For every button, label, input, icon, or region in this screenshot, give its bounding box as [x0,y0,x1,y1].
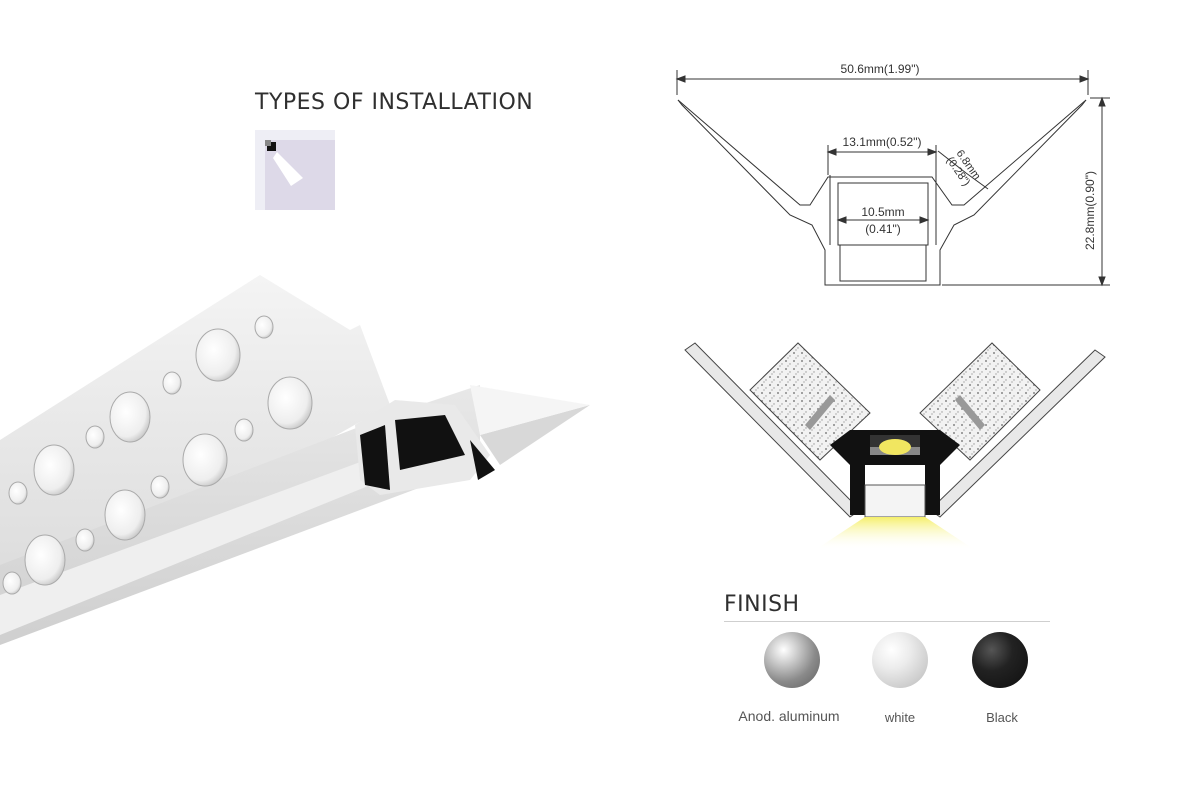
installation-title: TYPES OF INSTALLATION [255,90,534,115]
height-label: 22.8mm(0.90") [1083,171,1097,250]
aluminum-corner-profile-image [0,275,590,645]
swatch-anodized-aluminum[interactable] [764,632,820,688]
finish-label-black: Black [986,710,1018,725]
profile-dimension-drawing: 50.6mm(1.99") 13.1mm(0.52") 10.5mm (0.41… [675,62,1110,287]
swatch-black[interactable] [972,632,1028,688]
finish-label-anodized: Anod. aluminum [738,708,840,724]
inner-width-mm-label: 10.5mm [861,205,904,219]
finish-divider [724,621,1050,622]
corner-installation-section [684,342,1106,550]
overall-width-label: 50.6mm(1.99") [841,62,920,76]
finish-label-white: white [884,710,916,725]
wall-corner-light-icon [255,130,335,210]
inner-width-in-label: (0.41") [865,222,901,236]
channel-width-label: 13.1mm(0.52") [843,135,922,149]
finish-title: FINISH [724,592,800,617]
swatch-white[interactable] [872,632,928,688]
